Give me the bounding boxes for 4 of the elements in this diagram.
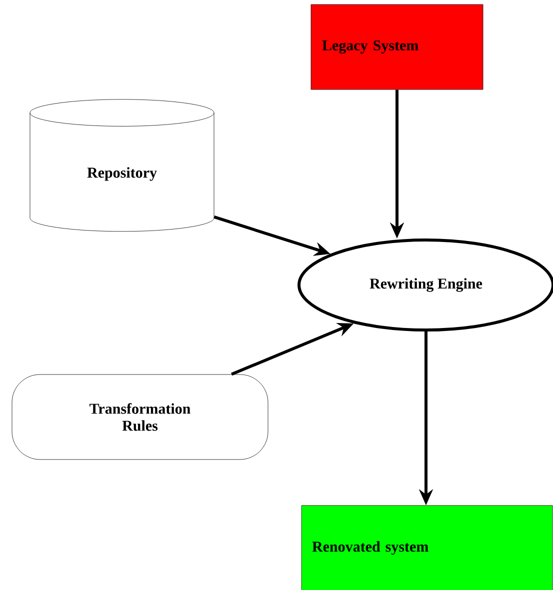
rules-box: Transformation Rules (12, 374, 268, 460)
repository-cylinder: Repository (30, 99, 214, 232)
system-box: Renovated system (301, 505, 553, 590)
system-box: Legacy System (310, 4, 484, 90)
